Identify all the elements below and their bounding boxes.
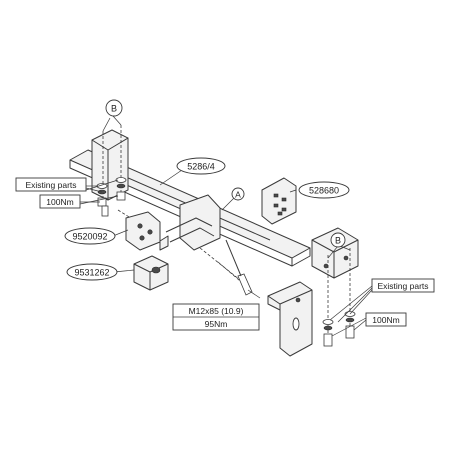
- callout-b-left: B: [105, 99, 123, 117]
- callout-a-label: A: [235, 190, 241, 200]
- label-bracket-kit: 528680: [298, 181, 350, 199]
- note-torque-left: 100Nm: [39, 194, 81, 209]
- label-clamp-block: 9531262: [66, 263, 118, 281]
- bolt-plate: [125, 211, 161, 251]
- note-torque-right: 100Nm: [365, 312, 407, 327]
- label-crossbar-text: 5286/4: [187, 162, 215, 172]
- label-clamp-block-text: 9531262: [74, 268, 109, 278]
- callout-b-right: B: [330, 232, 346, 248]
- callout-b-left-label: B: [111, 104, 117, 114]
- callout-b-right-label: B: [335, 236, 341, 246]
- label-bolt-plate: 9520092: [64, 227, 116, 245]
- note-torque-left-text: 100Nm: [46, 197, 73, 207]
- centre-receiver: [159, 194, 221, 251]
- note-torque-right-text: 100Nm: [372, 315, 399, 325]
- clamp-block: [133, 255, 169, 291]
- note-existing-parts-right: Existing parts: [371, 278, 435, 293]
- left-hardware-stack: [96, 177, 127, 217]
- right-lower-bracket: [267, 281, 313, 357]
- label-bracket-kit-text: 528680: [309, 186, 339, 196]
- note-bolt-torque-text: 95Nm: [205, 319, 228, 329]
- label-bolt-plate-text: 9520092: [72, 232, 107, 242]
- right-mount-bracket: [311, 227, 359, 279]
- note-existing-parts-right-text: Existing parts: [377, 281, 428, 291]
- m12-bolt: [225, 239, 253, 296]
- note-existing-parts-left-text: Existing parts: [25, 180, 76, 190]
- right-bracket-bolts: [323, 255, 349, 269]
- note-bolt-spec: M12x85 (10.9) 95Nm: [172, 303, 260, 331]
- note-bolt-spec-text: M12x85 (10.9): [189, 306, 244, 316]
- note-existing-parts-left: Existing parts: [15, 177, 87, 192]
- leader-lines: [79, 115, 373, 337]
- bracket-kit: [261, 177, 297, 225]
- callout-a: A: [231, 187, 245, 201]
- left-mount-bracket: [91, 129, 129, 201]
- label-crossbar: 5286/4: [176, 157, 226, 175]
